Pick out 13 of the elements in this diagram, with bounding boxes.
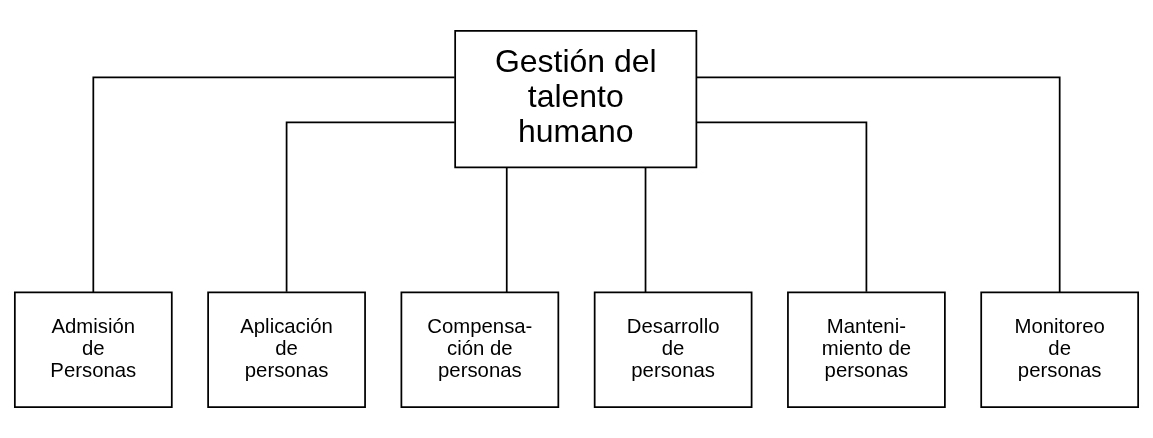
connector — [92, 76, 456, 293]
node-box: Manteni- miento de personas — [787, 291, 946, 409]
node-box: Gestión del talento humano — [454, 29, 698, 169]
connector — [695, 121, 868, 293]
node-box: Admisión de Personas — [13, 291, 173, 409]
connector — [695, 76, 1061, 293]
connector — [505, 166, 508, 293]
node-box: Monitoreo de personas — [980, 291, 1140, 409]
node-box: Compensa- ción de personas — [400, 291, 560, 409]
node-box: Aplicación de personas — [207, 291, 366, 409]
connector — [285, 121, 456, 293]
connector — [644, 166, 647, 293]
node-box: Desarrollo de personas — [593, 291, 753, 409]
